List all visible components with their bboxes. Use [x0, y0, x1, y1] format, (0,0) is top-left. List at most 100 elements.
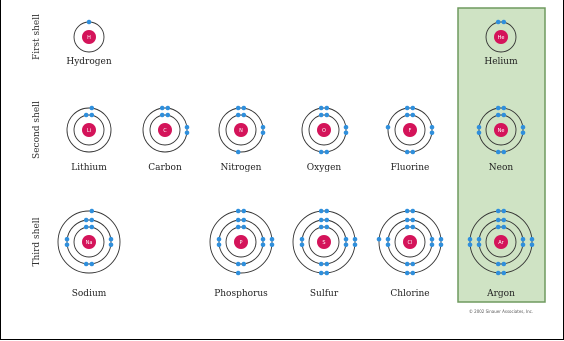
electron: [530, 243, 535, 248]
electron: [325, 209, 330, 214]
electron: [477, 237, 482, 242]
electron: [502, 150, 507, 155]
element-name: Helium: [484, 57, 518, 67]
electron: [521, 131, 526, 136]
element-symbol: Ne: [498, 128, 505, 134]
element-symbol: Li: [87, 128, 91, 134]
element-name: Lithium: [71, 163, 107, 173]
electron: [261, 243, 266, 248]
electron: [430, 131, 435, 136]
electron: [468, 237, 473, 242]
electron: [502, 271, 507, 276]
electron: [477, 131, 482, 136]
electron: [236, 218, 241, 223]
electron: [502, 20, 507, 25]
electron: [84, 262, 89, 267]
element-name: Argon: [486, 289, 515, 299]
electron: [344, 243, 349, 248]
electron: [236, 271, 241, 276]
electron: [502, 209, 507, 214]
element-symbol: N: [239, 128, 243, 134]
element-symbol: S: [322, 240, 325, 246]
electron: [90, 113, 95, 118]
electron: [344, 125, 349, 130]
electron: [411, 113, 416, 118]
electron: [405, 271, 410, 276]
atom-carbon: CCarbon: [143, 106, 189, 173]
electron: [386, 125, 391, 130]
element-name: Chlorine: [390, 289, 429, 299]
electron: [109, 243, 114, 248]
atom-oxygen: O Oxygen: [302, 106, 348, 173]
electron: [90, 209, 95, 214]
electron: [468, 243, 473, 248]
electron: [319, 106, 324, 111]
electron: [90, 262, 95, 267]
electron: [300, 243, 305, 248]
electron: [160, 106, 165, 111]
element-name: Hydrogen: [66, 57, 112, 67]
electron: [319, 209, 324, 214]
electron: [411, 218, 416, 223]
electron: [439, 237, 444, 242]
electron: [185, 131, 190, 136]
element-name: Phosphorus: [214, 289, 268, 299]
electron: [530, 237, 535, 242]
electron: [521, 125, 526, 130]
electron: [496, 113, 501, 118]
electron: [496, 150, 501, 155]
electron: [242, 225, 247, 230]
electron: [496, 262, 501, 267]
element-name: Sodium: [72, 289, 107, 299]
electron: [502, 106, 507, 111]
electron: [430, 237, 435, 242]
electron: [65, 243, 70, 248]
electron: [217, 237, 222, 242]
electron: [319, 113, 324, 118]
electron: [84, 218, 89, 223]
electron: [405, 150, 410, 155]
electron: [502, 218, 507, 223]
electron: [496, 218, 501, 223]
electron: [261, 125, 266, 130]
electron: [242, 113, 247, 118]
element-symbol: O: [322, 128, 326, 134]
electron: [90, 225, 95, 230]
electron: [496, 106, 501, 111]
electron: [411, 150, 416, 155]
electron: [236, 262, 241, 267]
electron: [87, 20, 92, 25]
electron: [325, 113, 330, 118]
electron: [90, 218, 95, 223]
electron: [261, 131, 266, 136]
electron: [185, 125, 190, 130]
electron: [502, 262, 507, 267]
electron: [411, 106, 416, 111]
electron: [166, 113, 171, 118]
electron: [166, 106, 171, 111]
element-name: Neon: [489, 163, 514, 173]
electron: [319, 150, 324, 155]
electron: [319, 225, 324, 230]
electron: [84, 225, 89, 230]
electron: [325, 218, 330, 223]
copyright-text: © 2002 Sinauer Associates, Inc.: [469, 309, 533, 314]
electron: [84, 113, 89, 118]
electron: [160, 113, 165, 118]
electron: [405, 218, 410, 223]
electron: [521, 243, 526, 248]
element-name: Oxygen: [307, 163, 342, 173]
electron: [411, 225, 416, 230]
electron: [405, 113, 410, 118]
electron: [90, 106, 95, 111]
element-symbol: Cl: [408, 240, 413, 246]
electron: [325, 262, 330, 267]
atom-sodium: NaSodium: [58, 209, 120, 299]
element-symbol: H: [87, 35, 91, 41]
electron: [353, 243, 358, 248]
electron: [270, 237, 275, 242]
atom-lithium: LiLithium: [67, 106, 111, 173]
electron: [242, 106, 247, 111]
